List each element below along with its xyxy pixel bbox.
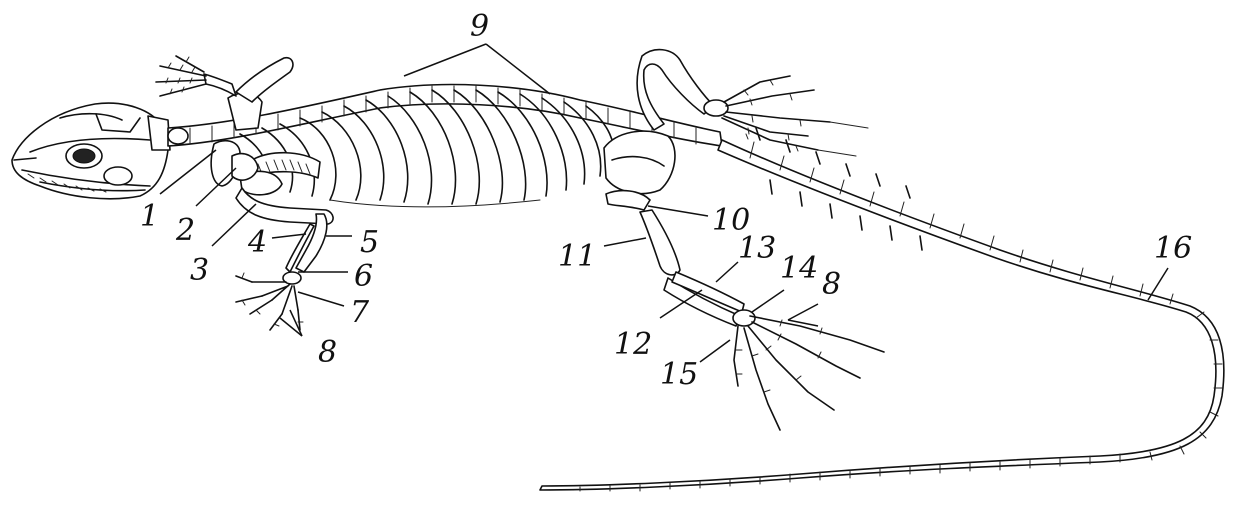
label-4: 4: [247, 225, 267, 260]
label-1: 1: [140, 199, 159, 234]
skull: [11, 102, 171, 200]
label-7: 7: [350, 295, 370, 330]
forelimb: [235, 187, 334, 331]
label-6: 6: [354, 259, 373, 294]
raised-forelimb: [155, 55, 294, 103]
label-9: 9: [470, 9, 489, 44]
label-14: 14: [780, 251, 818, 286]
label-15: 15: [660, 357, 698, 392]
leader-lines: [159, 43, 1169, 363]
label-3: 3: [190, 253, 209, 288]
tail: [539, 127, 1225, 492]
label-16: 16: [1154, 231, 1192, 266]
label-10: 10: [712, 203, 750, 238]
label-8-hind: 8: [822, 267, 841, 302]
label-8-fore: 8: [318, 335, 337, 370]
raised-hindlimb: [636, 48, 869, 157]
label-13: 13: [738, 231, 776, 266]
ribs: [239, 89, 616, 208]
pelvic-girdle: [603, 130, 676, 211]
hindlimb: [639, 209, 885, 431]
label-12: 12: [614, 327, 652, 362]
label-11: 11: [558, 239, 596, 274]
labels: 1 2 3 4 5 6 7 8 9 10 11 12 13 14 8 15 16: [140, 9, 1192, 392]
label-2: 2: [175, 213, 195, 248]
label-5: 5: [360, 225, 379, 260]
